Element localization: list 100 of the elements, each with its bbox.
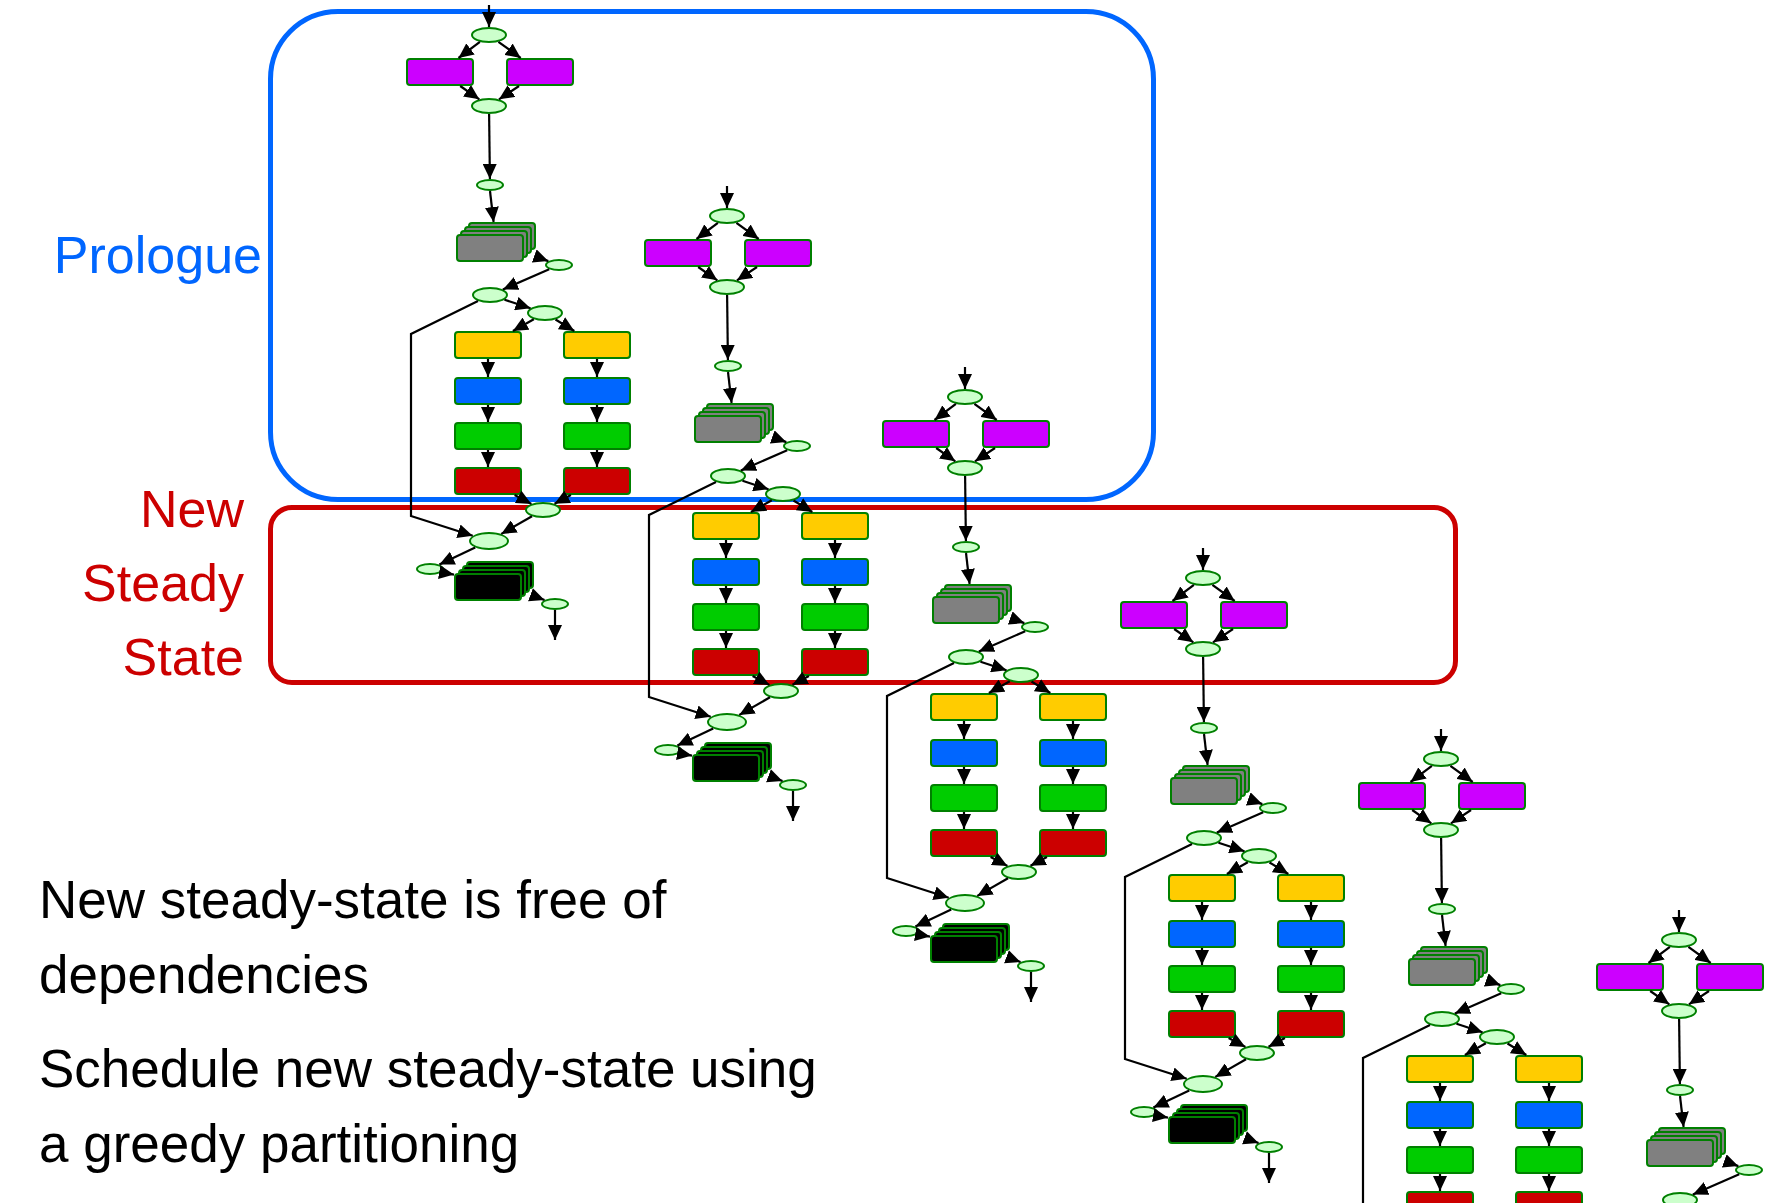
arrow	[484, 190, 499, 223]
filter-box	[692, 512, 760, 540]
arrow	[512, 317, 535, 332]
arrow	[1506, 1041, 1527, 1056]
arrow	[978, 630, 1026, 653]
arrow	[1449, 764, 1474, 783]
arrow	[828, 631, 842, 648]
flow-ellipse	[1021, 621, 1049, 633]
filter-box	[563, 377, 631, 405]
filter-box	[1277, 874, 1345, 902]
flow-ellipse	[783, 440, 811, 452]
arrow	[1123, 842, 1193, 1081]
arrow	[548, 610, 562, 640]
flow-ellipse	[1423, 751, 1459, 767]
region-label: Prologue	[52, 225, 262, 286]
flow-ellipse	[1190, 722, 1218, 734]
filter-box	[1515, 1055, 1583, 1083]
filter-box	[1220, 601, 1288, 629]
arrow	[1007, 611, 1025, 625]
arrow	[1542, 1174, 1556, 1191]
filter-box	[801, 512, 869, 540]
arrow	[1687, 945, 1712, 964]
arrow	[1647, 946, 1671, 964]
arrow	[1228, 1033, 1246, 1048]
arrow	[1196, 548, 1210, 570]
arrow	[481, 405, 495, 422]
arrow	[914, 927, 931, 942]
filter-box	[692, 558, 760, 586]
arrow	[1004, 950, 1021, 964]
region-label: New Steady State	[81, 479, 244, 688]
arrow	[482, 5, 496, 27]
arrow	[1245, 792, 1263, 806]
arrow	[1464, 1041, 1487, 1056]
flow-ellipse	[1661, 932, 1697, 948]
arrow	[735, 221, 760, 240]
arrow	[974, 447, 996, 463]
arrow	[973, 402, 998, 421]
flow-ellipse	[709, 279, 745, 295]
arrow	[960, 552, 975, 585]
flow-ellipse	[714, 360, 742, 372]
arrow	[459, 85, 480, 101]
arrow	[481, 450, 495, 467]
arrow	[1066, 767, 1080, 784]
arrow	[1211, 583, 1236, 602]
filter-box	[644, 239, 712, 267]
arrow	[1433, 1129, 1447, 1146]
arrow	[1029, 852, 1048, 867]
filter-stack	[932, 584, 1012, 624]
filter-box	[801, 648, 869, 676]
filter-box	[882, 420, 950, 448]
flow-ellipse	[471, 27, 507, 43]
arrow	[1198, 733, 1213, 766]
flow-ellipse	[945, 894, 985, 912]
arrow	[1218, 839, 1245, 854]
arrow	[1304, 993, 1318, 1010]
arrow	[1152, 1089, 1190, 1109]
arrow	[528, 588, 545, 602]
flow-ellipse	[1001, 864, 1037, 880]
filter-box	[1358, 782, 1426, 810]
note-text: New steady-state is free of dependencies	[39, 869, 668, 1006]
arrow	[976, 877, 1009, 897]
arrow	[1692, 1173, 1740, 1196]
flow-ellipse	[710, 468, 746, 484]
filter-box	[1168, 1010, 1236, 1038]
filter-box	[1039, 784, 1107, 812]
arrow	[1195, 902, 1209, 920]
arrow	[1226, 860, 1249, 875]
flow-ellipse	[1661, 1003, 1697, 1019]
filter-stack	[456, 222, 536, 262]
arrow	[957, 812, 971, 829]
filter-box	[1406, 1055, 1474, 1083]
arrow	[828, 586, 842, 603]
filter-box	[563, 467, 631, 495]
arrow	[766, 769, 783, 783]
arrow	[1688, 990, 1710, 1006]
flow-ellipse	[709, 208, 745, 224]
flow-ellipse	[952, 541, 980, 553]
arrow	[1450, 809, 1472, 825]
arrow	[980, 658, 1007, 673]
arrow	[1649, 990, 1670, 1006]
arrow	[1411, 809, 1432, 825]
arrow	[740, 449, 788, 472]
arrow	[481, 359, 495, 377]
arrow	[1674, 1095, 1689, 1128]
arrow	[935, 447, 956, 463]
filter-box	[454, 467, 522, 495]
arrow	[1267, 1033, 1286, 1048]
arrow	[1672, 1019, 1687, 1084]
filter-box	[1277, 1010, 1345, 1038]
filter-box	[454, 331, 522, 359]
flow-ellipse	[707, 713, 747, 731]
arrow	[1456, 1020, 1483, 1035]
filter-box	[1458, 782, 1526, 810]
flow-ellipse	[1241, 848, 1277, 864]
arrow	[742, 477, 769, 492]
arrow	[590, 405, 604, 422]
filter-box	[930, 739, 998, 767]
filter-box	[930, 784, 998, 812]
arrow	[958, 367, 972, 389]
filter-box	[1039, 739, 1107, 767]
